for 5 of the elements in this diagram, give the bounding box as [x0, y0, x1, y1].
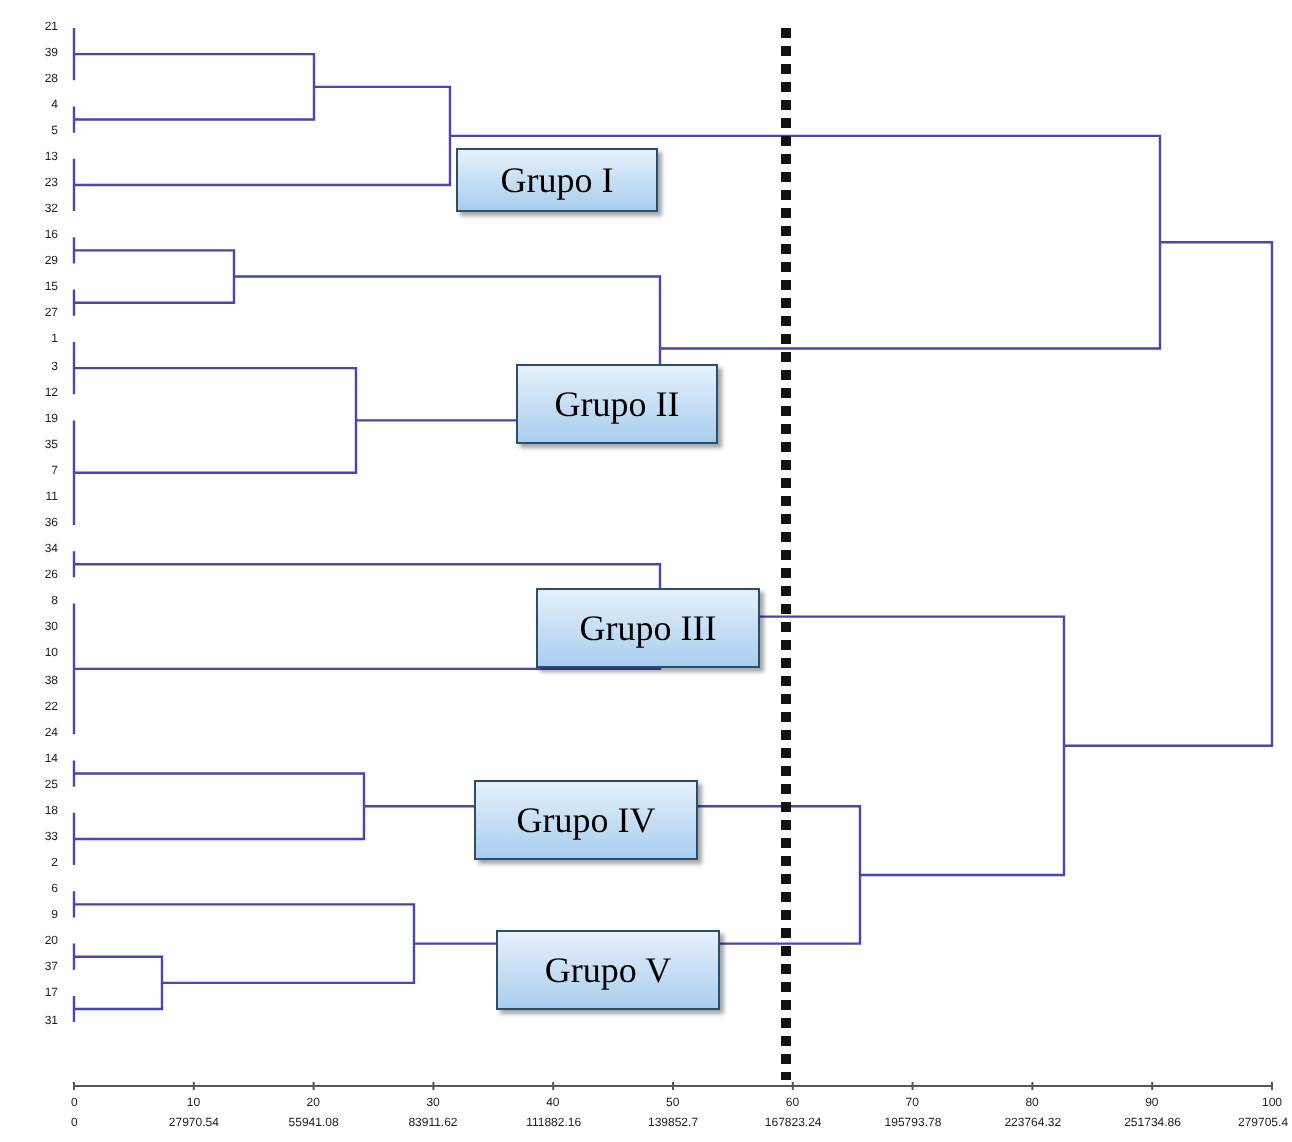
group-label-box: Grupo V	[496, 930, 720, 1010]
group-label-box: Grupo III	[536, 588, 760, 668]
group-label-box: Grupo IV	[474, 780, 698, 860]
group-label-box: Grupo I	[456, 148, 658, 212]
group-label-box: Grupo II	[516, 364, 718, 444]
